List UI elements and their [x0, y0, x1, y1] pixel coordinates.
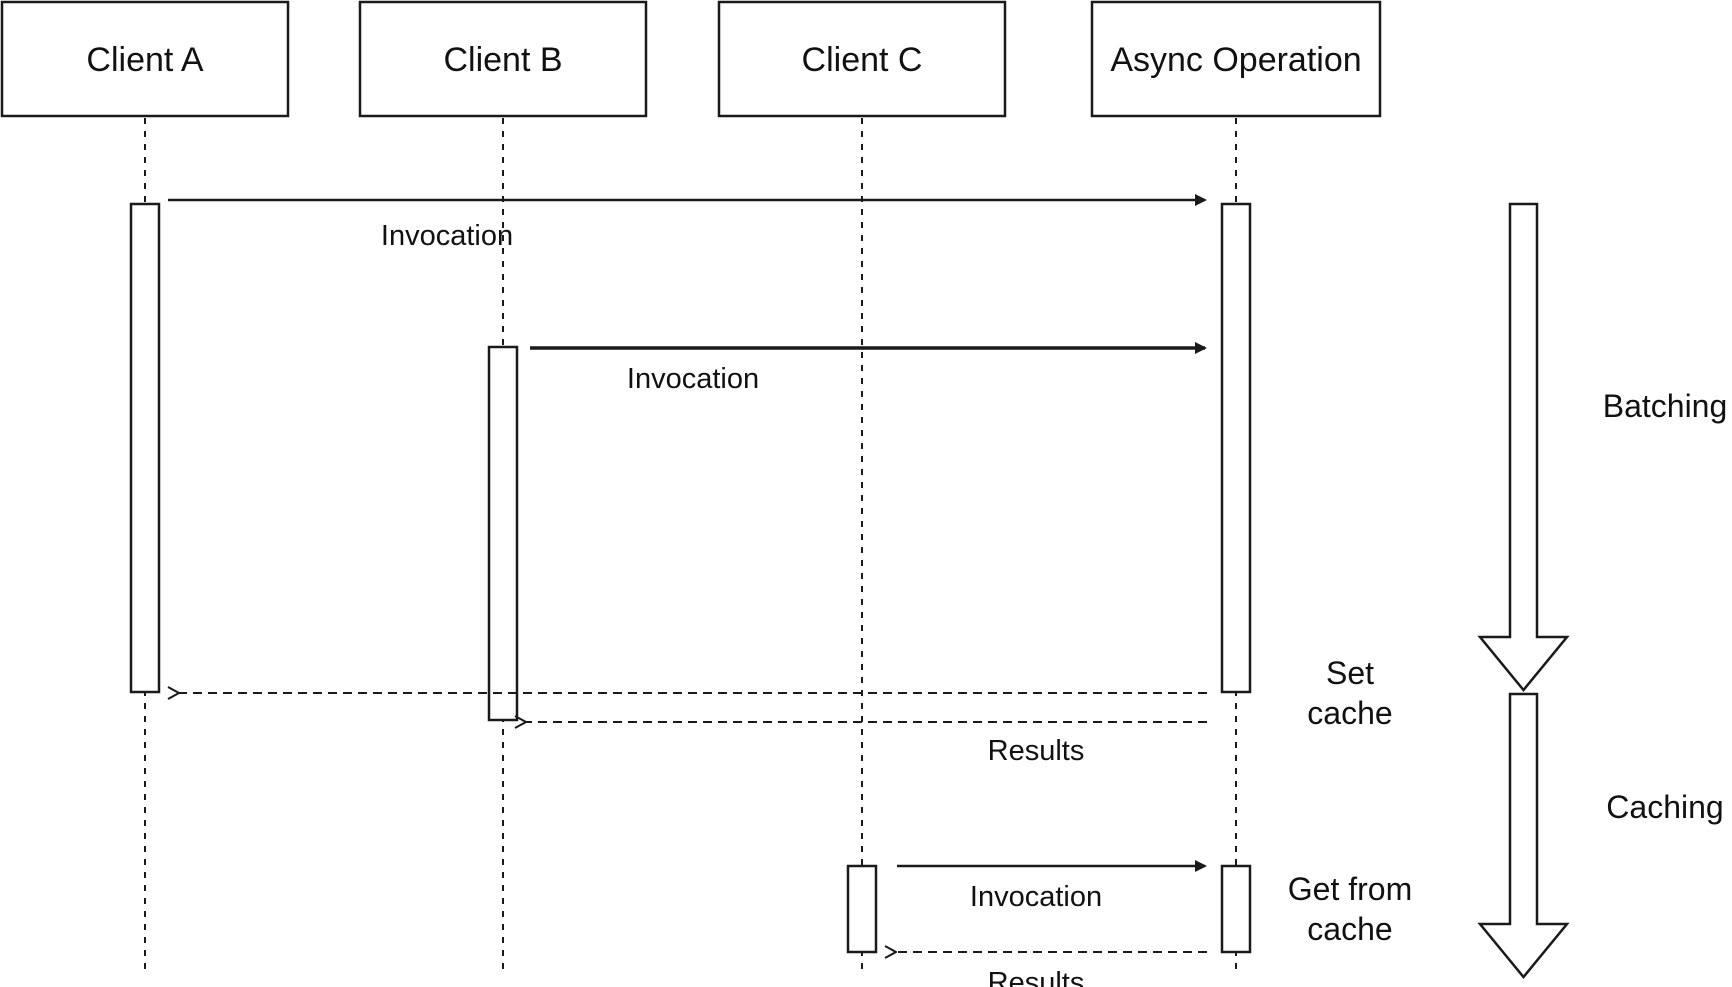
- phase-batching: Batching: [1477, 202, 1728, 692]
- message-invocation-c: Invocation: [897, 860, 1207, 913]
- activation-client-a: [129, 202, 161, 694]
- activation-client-b: [487, 345, 519, 722]
- phase-caching: Caching: [1477, 692, 1724, 979]
- participant-label: Client C: [802, 41, 923, 79]
- note-get-from-cache: Get from cache: [1288, 871, 1412, 947]
- participant-label: Async Operation: [1110, 41, 1361, 79]
- batching-arrow-shape: [1477, 202, 1570, 692]
- message-label: Invocation: [381, 220, 513, 252]
- activation-async-operation-batch: [1220, 202, 1252, 694]
- note-line: Set: [1326, 655, 1374, 691]
- note-line: cache: [1307, 695, 1392, 731]
- message-results-c: Results: [895, 952, 1207, 987]
- participant-client-b: Client B: [358, 0, 648, 118]
- note-line: cache: [1307, 911, 1392, 947]
- participant-label: Client A: [86, 41, 203, 79]
- participant-client-c: Client C: [717, 0, 1007, 118]
- message-results-b: Results: [525, 722, 1207, 767]
- message-label: Invocation: [627, 363, 759, 395]
- participant-box: [358, 0, 648, 118]
- activation-async-operation-cache: [1220, 864, 1252, 954]
- message-label: Results: [988, 735, 1085, 767]
- activation-client-c: [846, 864, 878, 954]
- caching-arrow-shape: [1477, 692, 1570, 979]
- message-invocation-b: Invocation: [530, 342, 1207, 395]
- message-label: Results: [988, 967, 1085, 987]
- participant-client-a: Client A: [0, 0, 290, 118]
- message-label: Invocation: [970, 881, 1102, 913]
- note-set-cache: Set cache: [1307, 655, 1392, 731]
- participant-label: Client B: [443, 41, 562, 79]
- participant-box: [1090, 0, 1382, 118]
- participant-async-operation: Async Operation: [1090, 0, 1382, 118]
- message-invocation-a: Invocation: [168, 194, 1207, 252]
- phase-label: Caching: [1606, 789, 1723, 825]
- phase-label: Batching: [1603, 388, 1728, 424]
- participant-box: [717, 0, 1007, 118]
- participant-box: [0, 0, 290, 118]
- note-line: Get from: [1288, 871, 1412, 907]
